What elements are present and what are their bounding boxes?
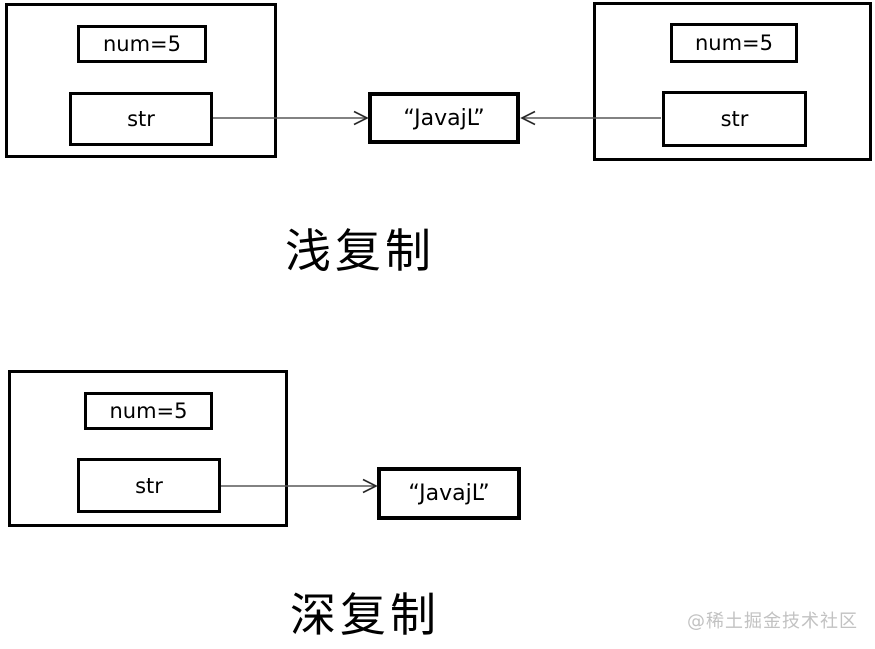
shallow-left-object-box: num=5 str bbox=[5, 3, 277, 158]
num-field-label: num=5 bbox=[694, 31, 774, 55]
shallow-right-object-box: num=5 str bbox=[593, 2, 872, 161]
string-literal-label: “JavajL” bbox=[403, 105, 485, 131]
shallow-right-str-field-box: str bbox=[662, 91, 807, 147]
num-field-label: num=5 bbox=[109, 399, 188, 423]
deep-object-box: num=5 str bbox=[8, 370, 288, 527]
str-field-label: str bbox=[127, 107, 155, 131]
string-literal-label: “JavajL” bbox=[408, 481, 490, 506]
shallow-left-num-field-box: num=5 bbox=[77, 25, 207, 63]
deep-string-literal-box: “JavajL” bbox=[377, 467, 521, 520]
shallow-right-num-field-box: num=5 bbox=[670, 23, 798, 63]
watermark: @稀土掘金技术社区 bbox=[687, 611, 858, 632]
str-field-label: str bbox=[135, 473, 163, 498]
deep-str-field-box: str bbox=[77, 458, 221, 513]
str-field-label: str bbox=[720, 107, 749, 131]
shallow-string-literal-box: “JavajL” bbox=[368, 92, 520, 144]
num-field-label: num=5 bbox=[102, 32, 182, 56]
shallow-copy-caption: 浅复制 bbox=[285, 224, 435, 278]
deep-num-field-box: num=5 bbox=[84, 392, 213, 430]
shallow-left-str-field-box: str bbox=[69, 92, 213, 146]
deep-copy-caption: 深复制 bbox=[290, 588, 440, 642]
